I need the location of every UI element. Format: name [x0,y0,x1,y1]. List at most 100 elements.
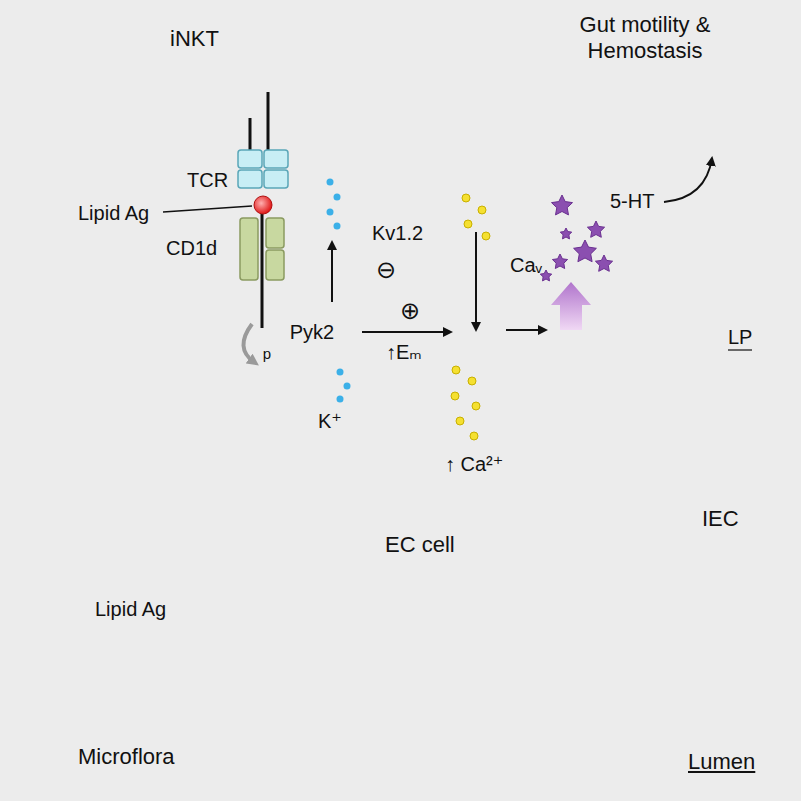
lipid-dots [588,600,595,607]
nucleus [20,429,100,461]
lipid-dots [434,620,441,627]
lipid-dots [42,589,762,692]
bacteria [639,772,675,790]
bacteria [719,708,754,723]
lipid-dots [600,652,607,659]
lipid-dots [478,627,485,634]
bacteria [20,726,55,740]
bacteria [757,729,793,748]
cd1d-molecule [240,218,284,280]
cd1d-domain [240,218,258,280]
potassium-ions [344,383,351,390]
region-label: LP [728,325,752,349]
secretion-arrow [551,282,591,330]
lipid-dots [228,665,235,672]
lipid-dots [67,679,74,686]
sign-symbol: ⊕ [400,297,420,326]
lipid-dots [591,651,598,658]
nucleus [175,416,255,448]
lipid-dots [358,596,365,603]
potassium-ions [327,179,334,186]
iec-cell-shape [543,365,801,562]
effect-label: Gut motility & Hemostasis [560,12,730,65]
calcium-ions [464,220,472,228]
bacteria [429,747,465,768]
underline [728,349,752,350]
inkt-cell-shape [169,59,241,131]
iec-cell-shape [543,377,665,563]
tcr-stalk [249,118,252,150]
kv-channel: Kv1.2 [296,232,364,368]
tcr-domain [264,150,288,168]
part-label: TCR [187,168,228,192]
potassium-ions [337,369,344,376]
lipid-dots [42,628,49,635]
lipid-dots [358,630,365,637]
node-label: EC cell [385,532,455,557]
effect-arrow [664,158,712,202]
bacteria [520,699,554,711]
part-label: Lipid Ag [95,597,166,621]
cav-channel-shape [452,250,502,350]
signal-connector [362,331,451,333]
lipid-dots [138,685,145,692]
cav-channel-shape [455,255,473,350]
lipid-antigen [254,196,272,214]
serotonin-granules [540,270,551,281]
tcr-complex [238,150,288,188]
potassium-ions [334,223,341,230]
leader-line [163,206,252,212]
serotonin-granules [560,228,571,239]
lipid-dots [374,610,381,617]
mucus-band [0,380,801,710]
calcium-ions [456,417,464,425]
lipid-dots [754,619,761,626]
bacteria [139,700,175,720]
lipid-dots [532,602,539,609]
lipid-dots [678,683,685,690]
cav-channel: Caᵥ [452,250,502,350]
molecule-label: 5-HT [610,189,654,213]
lipid-dots [444,635,451,642]
lipid-dots [467,628,474,635]
node-label: Caᵥ [510,254,542,277]
efflux-arrow [331,242,333,302]
bacteria [359,735,395,756]
tcr-domain [264,170,288,188]
part-label: CD1d [166,236,217,260]
serotonin-granules [587,221,604,237]
calcium-ions [462,194,470,202]
phospho-group-shape [257,344,278,365]
potassium-ions [337,396,344,403]
lipid-dots [125,664,132,671]
ion-label: K⁺ [318,409,342,433]
lipid-dots [521,594,528,601]
kv-channel-shape [300,238,334,362]
potassium-ions [334,194,341,201]
lipid-dots [539,651,546,658]
tcr-domain [238,170,262,188]
bacteria [580,715,614,727]
serotonin-granules [552,254,567,269]
sign-symbol: ⊖ [376,256,396,285]
tcr-stalk [250,92,268,150]
bacteria [239,696,275,715]
influx-arrow [475,232,477,330]
lipid-dots [755,605,762,612]
bacteria [499,731,535,750]
cd1d-domain [266,218,284,248]
bacteria [559,783,594,799]
epithelial-cell [140,388,301,562]
calcium-ions [482,232,490,240]
kv-channel-shape [321,259,343,281]
calcium-ions [478,206,486,214]
signal-label: ↑Eₘ [386,340,422,364]
bacteria [300,785,334,796]
ion-label: ↑ Ca²⁺ [445,452,503,476]
bacteria [99,722,134,739]
bacteria [59,685,95,707]
serotonin-granules [574,240,597,262]
